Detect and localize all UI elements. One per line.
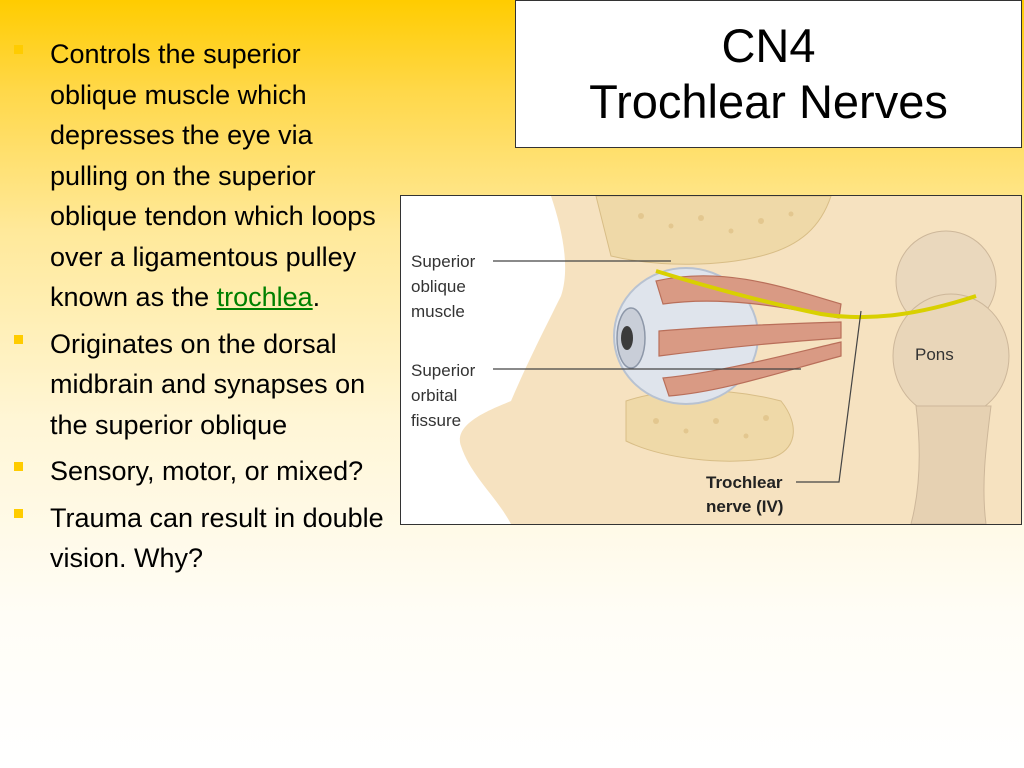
label-trochlear-nerve-2: nerve (IV) xyxy=(706,497,783,516)
bullet-item: Originates on the dorsal midbrain and sy… xyxy=(14,324,394,446)
label-orbital-fissure-2: orbital xyxy=(411,386,457,405)
label-leader-lines xyxy=(493,260,862,483)
bullet-item: Controls the superior oblique muscle whi… xyxy=(14,34,394,318)
anatomy-diagram: Superior oblique muscle Superior orbital… xyxy=(411,196,1021,524)
bullet-text: Controls the superior oblique muscle whi… xyxy=(50,39,376,312)
trochlear-nerve-path xyxy=(655,269,977,320)
trochlear-nerve-illustration: Superior oblique muscle Superior orbital… xyxy=(400,195,1022,525)
label-pons: Pons xyxy=(915,345,954,364)
label-superior-oblique-3: muscle xyxy=(411,302,465,321)
label-orbital-fissure-1: Superior xyxy=(411,361,476,380)
bone-texture xyxy=(638,211,794,439)
square-bullet-icon xyxy=(14,45,23,54)
label-superior-oblique-1: Superior xyxy=(411,252,476,271)
bullet-text: Trauma can result in double vision. Why? xyxy=(50,502,384,574)
label-orbital-fissure-3: fissure xyxy=(411,411,461,430)
slide-title: CN4 Trochlear Nerves xyxy=(515,0,1022,148)
label-superior-oblique-2: oblique xyxy=(411,277,466,296)
bullet-text: Originates on the dorsal midbrain and sy… xyxy=(50,328,366,440)
bullet-item: Sensory, motor, or mixed? xyxy=(14,451,394,492)
pons-brainstem xyxy=(892,230,1010,524)
label-trochlear-nerve-1: Trochlear xyxy=(706,473,783,492)
square-bullet-icon xyxy=(14,334,23,344)
trochlea-link[interactable]: trochlea xyxy=(216,282,313,312)
bullet-list: Controls the superior oblique muscle whi… xyxy=(14,34,394,585)
orbital-roof-bone xyxy=(595,196,832,265)
bullet-text-end: . xyxy=(312,282,321,312)
bullet-text: Sensory, motor, or mixed? xyxy=(50,456,364,486)
title-line-1: CN4 xyxy=(721,19,816,72)
title-line-2: Trochlear Nerves xyxy=(589,75,948,128)
pupil xyxy=(621,326,633,350)
square-bullet-icon xyxy=(14,508,23,518)
bullet-item: Trauma can result in double vision. Why? xyxy=(14,498,394,579)
square-bullet-icon xyxy=(14,462,23,471)
